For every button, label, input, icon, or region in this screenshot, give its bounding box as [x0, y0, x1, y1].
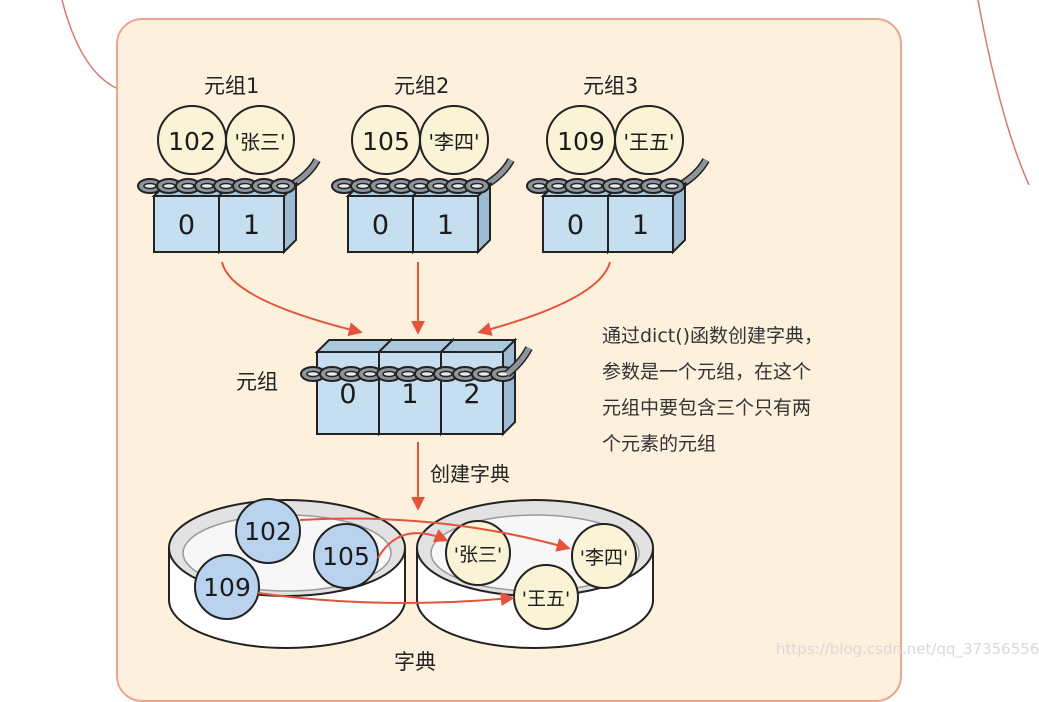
tuple-box-1: 1 — [605, 181, 688, 255]
decorative-arc-left — [61, 0, 117, 89]
index-label: 1 — [243, 210, 260, 241]
dict-value-text: '李四' — [580, 547, 628, 569]
tuple-value-text: '王五' — [624, 130, 675, 154]
decorative-arc-right — [977, 0, 1030, 186]
create-dict-label: 创建字典 — [430, 462, 510, 486]
dict-key-ball — [235, 498, 301, 564]
tuple-to-dict-diagram: 102 '张三' 0 1 105 '李四' 0 1 109 '王五' 0 1 0 1 2 102 105 109 '… — [137, 105, 710, 649]
tuple-box-1: 1 — [216, 181, 299, 255]
chain-icon — [331, 178, 490, 194]
explanation-note: 通过dict()函数创建字典， 参数是一个元组，在这个 元组中要包含三个只有两 … — [602, 318, 872, 462]
tuple-2-title: 元组2 — [394, 74, 450, 98]
note-line-1: 通过dict()函数创建字典， — [602, 325, 824, 347]
chain-icon — [137, 178, 296, 194]
outer-chain-icon — [300, 366, 516, 382]
tuple-key-text: 105 — [362, 127, 410, 156]
chain-icon — [526, 178, 685, 194]
dictionary-label: 字典 — [394, 650, 436, 674]
tuple-value-ball — [614, 105, 684, 175]
index-label: 0 — [178, 210, 195, 241]
tuple-box-1: 1 — [410, 181, 493, 255]
dict-key-ball — [313, 523, 379, 589]
note-line-3: 元组中要包含三个只有两 — [602, 397, 812, 419]
dict-key-text: 105 — [322, 542, 370, 571]
arrow-key-105 — [377, 529, 449, 559]
tuple-key-text: 102 — [168, 127, 216, 156]
index-label: 0 — [339, 379, 356, 410]
tuple-1: 102 '张三' — [157, 105, 321, 190]
dict-value-ball — [571, 523, 637, 589]
index-label: 1 — [437, 210, 454, 241]
dict-value-text: '王五' — [522, 588, 570, 610]
outer-tuple-label: 元组 — [236, 370, 278, 394]
dict-value-ball — [445, 520, 511, 586]
tuple-key-text: 109 — [557, 127, 605, 156]
index-label: 0 — [372, 210, 389, 241]
background-decoration — [61, 0, 1030, 186]
arrow-key-109 — [257, 592, 515, 606]
tuple-3: 109 '王五' — [546, 105, 710, 190]
dict-value-text: '张三' — [454, 544, 502, 566]
note-line-4: 个元素的元组 — [602, 433, 717, 455]
tuple-value-text: '张三' — [235, 130, 286, 154]
index-label: 0 — [567, 210, 584, 241]
arrow-tuple3 — [477, 261, 611, 336]
tuple-1-title: 元组1 — [204, 74, 260, 98]
arrow-key-102 — [299, 517, 571, 552]
tuple-value-ball — [225, 105, 295, 175]
tuple-2: 105 '李四' — [351, 105, 515, 190]
arrow-tuple1 — [221, 261, 363, 337]
index-label: 2 — [463, 379, 480, 410]
outer-tuple-box-2: 2 — [438, 337, 518, 437]
index-label: 1 — [401, 379, 418, 410]
tuple-value-ball — [419, 105, 489, 175]
dict-key-ball — [194, 554, 260, 620]
dict-key-text: 102 — [244, 517, 292, 546]
index-label: 1 — [632, 210, 649, 241]
note-line-2: 参数是一个元组，在这个 — [602, 361, 812, 383]
watermark: https://blog.csdn.net/qq_37356556 — [776, 640, 1039, 658]
dict-key-text: 109 — [203, 573, 251, 602]
tuple-value-text: '李四' — [429, 130, 480, 154]
tuple-3-title: 元组3 — [583, 74, 639, 98]
